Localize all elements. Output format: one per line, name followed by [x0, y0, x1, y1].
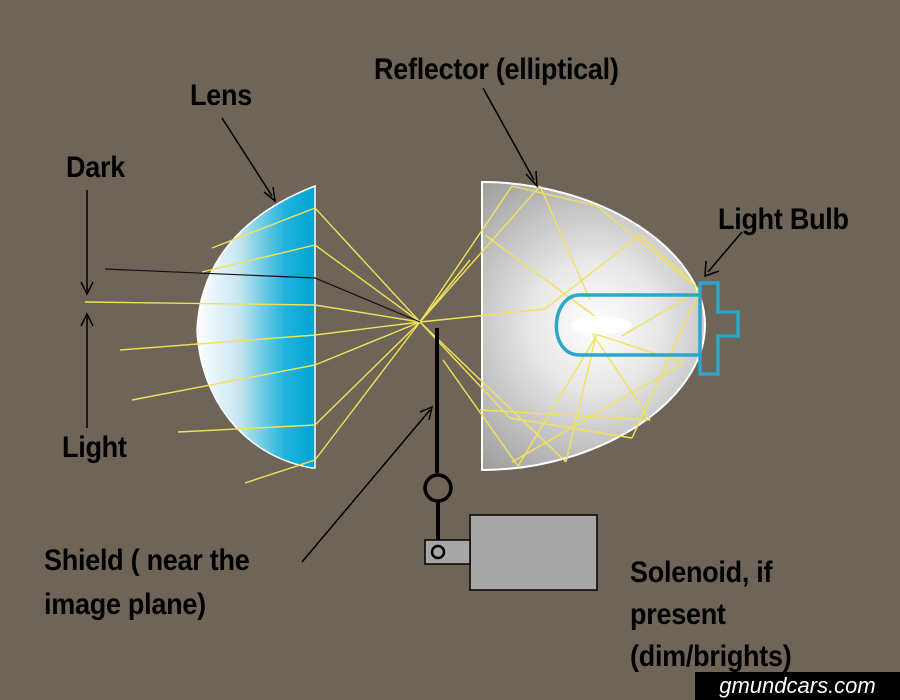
light-bulb	[554, 281, 740, 376]
solenoid-body	[469, 514, 598, 591]
shield-label-line1: Shield ( near the	[44, 544, 250, 577]
solenoid-label-line2: present	[630, 598, 726, 631]
lens-pointer	[221, 117, 273, 197]
reflector-label: Reflector (elliptical)	[374, 53, 619, 86]
shield-pivot	[423, 473, 453, 503]
cutoff-line	[104, 268, 421, 323]
light-bulb-label: Light Bulb	[718, 203, 849, 236]
dark-label: Dark	[66, 151, 125, 184]
solenoid-pin	[430, 544, 446, 560]
solenoid-label-line1: Solenoid, if	[630, 556, 773, 589]
shield-pointer	[301, 409, 431, 563]
bulb-pointer	[707, 231, 743, 273]
light-rays	[84, 185, 701, 484]
reflector-pointer	[482, 87, 535, 181]
lens-label: Lens	[190, 79, 252, 112]
watermark: gmundcars.com	[695, 672, 900, 700]
solenoid-label-line3: (dim/brights)	[630, 640, 792, 673]
lens	[196, 184, 316, 469]
pointer-arrows	[80, 87, 743, 563]
shield-label-line2: image plane)	[44, 588, 206, 621]
filament	[571, 316, 631, 334]
light-label: Light	[62, 431, 127, 464]
